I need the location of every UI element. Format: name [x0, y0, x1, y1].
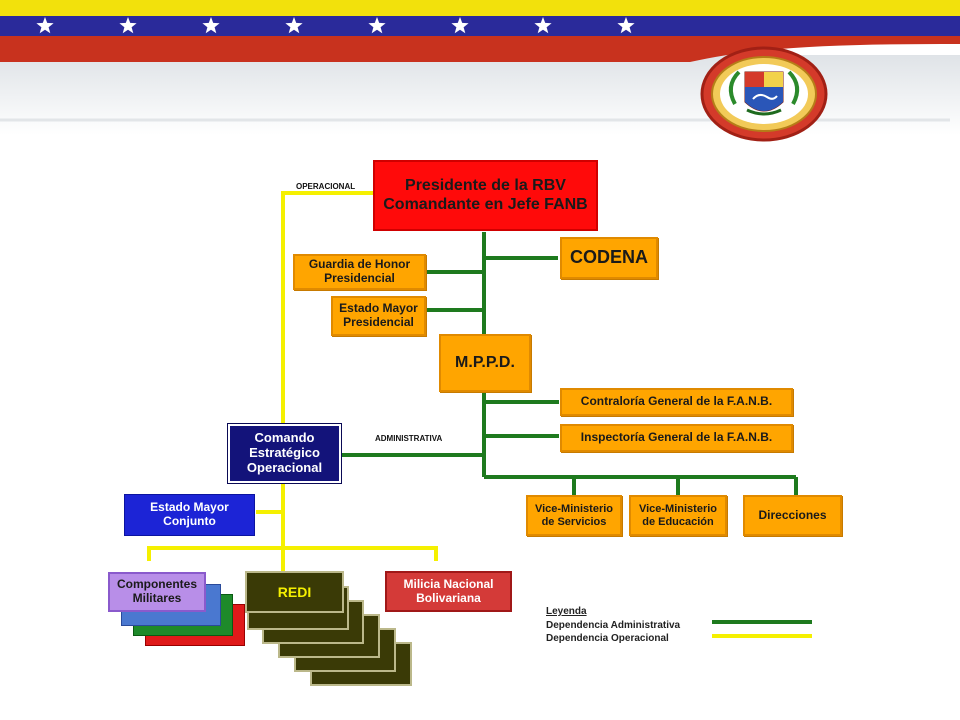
vice-servicios-box[interactable]: Vice-Ministerio de Servicios	[526, 495, 622, 536]
operational-lines	[147, 191, 438, 572]
star-icon	[451, 17, 469, 34]
legend-lines	[712, 620, 812, 638]
contraloria-label: Contraloría General de la F.A.N.B.	[580, 394, 773, 409]
comando-estrategico-box[interactable]: Comando Estratégico Operacional	[227, 423, 342, 484]
estado-mayor-conjunto-label: Estado Mayor Conjunto	[150, 500, 229, 528]
star-icon	[202, 17, 220, 34]
componentes-militares-box[interactable]: Componentes Militares	[108, 572, 206, 612]
label-operacional: OPERACIONAL	[296, 182, 356, 191]
legend-operacional-label: Dependencia Operacional	[546, 633, 669, 644]
estado-mayor-presidencial-box[interactable]: Estado Mayor Presidencial	[331, 296, 426, 336]
star-icon	[285, 17, 303, 34]
estado-mayor-conjunto-box[interactable]: Estado Mayor Conjunto	[124, 494, 255, 536]
direcciones-box[interactable]: Direcciones	[743, 495, 842, 536]
vice-educacion-box[interactable]: Vice-Ministerio de Educación	[629, 495, 727, 536]
vice-servicios-label: Vice-Ministerio de Servicios	[534, 502, 614, 528]
componentes-militares-label: Componentes Militares	[116, 577, 197, 605]
header-stars	[36, 17, 635, 34]
coat-of-arms-seal-icon	[700, 46, 828, 142]
star-icon	[36, 17, 54, 34]
inspectoria-label: Inspectoría General de la F.A.N.B.	[580, 430, 773, 445]
star-icon	[119, 17, 137, 34]
direcciones-label: Direcciones	[758, 507, 827, 522]
president-label: Presidente de la RBV Comandante en Jefe …	[383, 177, 588, 213]
header-red-stripe	[0, 36, 960, 62]
label-administrativa: ADMINISTRATIVA	[375, 434, 443, 443]
guardia-honor-box[interactable]: Guardia de Honor Presidencial	[293, 254, 426, 290]
header-blue-stripe	[0, 16, 960, 36]
redi-box[interactable]: REDI	[245, 571, 344, 613]
vice-educacion-label: Vice-Ministerio de Educación	[638, 502, 718, 528]
star-icon	[368, 17, 386, 34]
codena-label: CODENA	[570, 247, 649, 267]
comando-estrategico-label: Comando Estratégico Operacional	[246, 430, 323, 475]
mppd-label: M.P.P.D.	[455, 353, 515, 371]
milicia-nacional-box[interactable]: Milicia Nacional Bolivariana	[385, 571, 512, 612]
star-icon	[617, 17, 635, 34]
inspectoria-box[interactable]: Inspectoría General de la F.A.N.B.	[560, 424, 793, 452]
mppd-box[interactable]: M.P.P.D.	[439, 334, 531, 392]
legend-administrativa-label: Dependencia Administrativa	[546, 620, 681, 631]
guardia-honor-label: Guardia de Honor Presidencial	[308, 257, 411, 285]
legend-title: Leyenda	[546, 606, 587, 617]
redi-label: REDI	[277, 583, 312, 600]
star-icon	[534, 17, 552, 34]
president-box[interactable]: Presidente de la RBV Comandante en Jefe …	[373, 160, 598, 231]
contraloria-box[interactable]: Contraloría General de la F.A.N.B.	[560, 388, 793, 416]
admin-lines	[342, 232, 798, 495]
codena-box[interactable]: CODENA	[560, 237, 658, 279]
estado-mayor-presidencial-label: Estado Mayor Presidencial	[339, 301, 418, 329]
milicia-nacional-label: Milicia Nacional Bolivariana	[403, 576, 494, 605]
header-yellow-stripe	[0, 0, 960, 16]
